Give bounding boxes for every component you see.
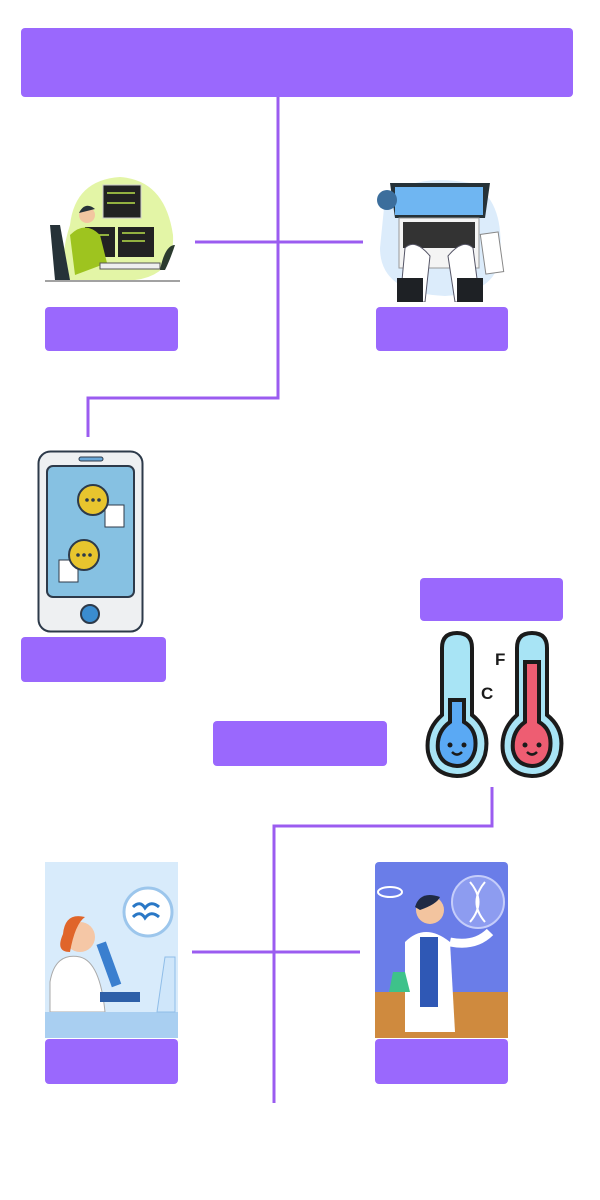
celsius-label: C — [481, 684, 494, 703]
phone-chat-illustration — [37, 450, 144, 633]
label-box-temperature — [420, 578, 563, 621]
connector-bottom — [272, 787, 494, 1103]
label-box-phone — [21, 637, 166, 682]
dna-scientist-illustration — [375, 862, 508, 1038]
label-box-programmer — [45, 307, 178, 351]
label-box-laptop — [376, 307, 508, 351]
laptop-illustration — [377, 180, 505, 302]
title-box — [21, 28, 573, 97]
thermometer-illustration: F C — [423, 630, 571, 778]
microscope-scientist-illustration — [45, 862, 178, 1038]
fahrenheit-label: F — [495, 650, 506, 669]
programmer-illustration — [45, 177, 180, 282]
label-box-dna-scientist — [375, 1039, 508, 1084]
connector-top — [86, 97, 280, 437]
label-box-microscope — [45, 1039, 178, 1084]
label-box-middle — [213, 721, 387, 766]
